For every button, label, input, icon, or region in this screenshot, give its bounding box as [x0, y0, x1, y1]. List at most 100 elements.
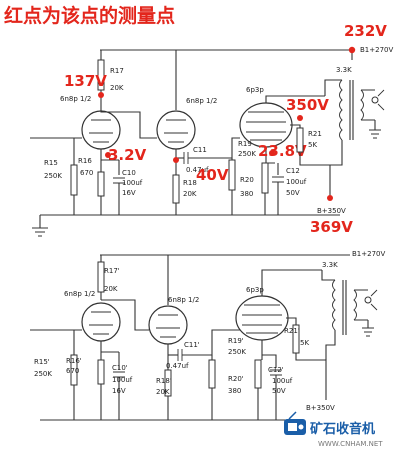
bottom-c10-value: 100uf: [112, 376, 133, 384]
top-tube2-label: 6n8p 1/2: [186, 97, 217, 105]
top-r21-resistor: [296, 127, 304, 153]
top-plate3-wire: [265, 95, 325, 103]
top-r15-resistor: [70, 164, 78, 196]
top-r15-value: 250K: [44, 172, 62, 180]
top-c12-voltage: 50V: [286, 189, 300, 197]
bottom-r19-resistor: [208, 359, 216, 389]
bottom-tube2-label: 6n8p 1/2: [168, 296, 199, 304]
bottom-b1-label: B1+270V: [352, 250, 385, 258]
bottom-c11-label: C11': [184, 341, 200, 349]
transformer-icon: [321, 270, 357, 360]
site-logo: 矿石收音机 WWW.CNHAM.NET: [284, 411, 383, 448]
top-r20-resistor: [261, 162, 269, 194]
bottom-c10-voltage: 16V: [112, 387, 126, 395]
bottom-c12-wire: [262, 354, 277, 368]
measure-369v: 369V: [310, 218, 353, 236]
top-r19-value: 250K: [238, 150, 256, 158]
bottom-circuit: B1+270V R17' 20K 6n8p 1/2 R15' 250K R16'…: [30, 250, 385, 421]
top-b1-label: B1+270V: [360, 46, 393, 54]
bottom-b-plus-wire: [295, 353, 327, 400]
bottom-c11-capacitor: [177, 349, 183, 361]
bottom-c10-label: C10': [112, 364, 128, 372]
top-c12-value: 100uf: [286, 178, 307, 186]
top-tube3-icon: [239, 102, 293, 148]
bottom-r20-value: 380: [228, 387, 241, 395]
bottom-c11-value: 0.47uf: [166, 362, 189, 370]
bottom-r16-resistor: [97, 359, 105, 385]
bottom-tube1-label: 6n8p 1/2: [64, 290, 95, 298]
top-b1-measure-dot: [348, 46, 356, 54]
top-c10-label: C10: [122, 169, 136, 177]
measure-137v: 137V: [64, 72, 107, 90]
ground-icon: [32, 215, 48, 237]
top-plate1-measure-dot: [98, 92, 104, 98]
radio-logo-icon: [284, 411, 306, 435]
top-c10-value: 100uf: [122, 179, 143, 187]
top-ground-stubs: [100, 196, 120, 215]
top-r15-label: R15: [44, 159, 58, 167]
bottom-r17-value: 20K: [104, 285, 118, 293]
bottom-c10-wire-b: [100, 377, 120, 420]
top-r18-value: 20K: [183, 190, 197, 198]
bottom-b-plus-label: B+350V: [306, 404, 335, 412]
top-r17-value: 20K: [110, 84, 124, 92]
top-r16-label: R16: [78, 157, 92, 165]
top-xfmr-label: 3.3K: [336, 66, 352, 74]
bottom-r21-label: R21': [284, 327, 300, 335]
top-r18-resistor: [172, 174, 180, 204]
top-tube3-label: 6p3p: [246, 86, 264, 94]
bottom-r21-value: 5K: [300, 339, 309, 347]
top-c10-voltage: 16V: [122, 189, 136, 197]
top-r18-label: R18: [183, 179, 197, 187]
top-c11-wire-b: [188, 137, 240, 159]
top-r16-value: 670: [80, 169, 93, 177]
top-b-plus-measure-dot: [327, 195, 333, 201]
logo-url: WWW.CNHAM.NET: [318, 440, 383, 448]
bottom-tube3-label: 6p3p: [246, 286, 264, 294]
measure-23-8v: 23.8V: [258, 142, 307, 160]
bottom-r15-value: 250K: [34, 370, 52, 378]
top-cathode2-measure-dot: [173, 157, 179, 163]
top-cathode-measure-dot: [105, 152, 111, 158]
bottom-r20-label: R20': [228, 375, 244, 383]
speaker-icon: [361, 89, 385, 139]
speaker-icon: [354, 289, 378, 337]
bottom-r20-resistor: [254, 359, 262, 389]
top-c12-label: C12: [286, 167, 300, 175]
measure-40v: 40V: [196, 166, 229, 184]
top-r20-value: 380: [240, 190, 253, 198]
logo-text: 矿石收音机: [310, 421, 375, 437]
bottom-tube1-icon: [81, 302, 121, 342]
top-r19-resistor: [228, 159, 236, 191]
bottom-c11-wire-b: [182, 329, 240, 356]
bottom-screen-wire: [286, 317, 297, 325]
bottom-xfmr-label: 3.3K: [322, 261, 338, 269]
top-c12-capacitor: [272, 176, 284, 183]
measure-232v: 232V: [344, 22, 387, 40]
bottom-r16-label: R16': [66, 357, 82, 365]
bottom-r17-label: R17': [104, 267, 120, 275]
top-r21-label: R21: [308, 130, 322, 138]
bottom-tube2-icon: [148, 305, 188, 345]
top-screen-measure-dot: [297, 115, 303, 121]
top-r21-value: 5K: [308, 141, 317, 149]
top-cathode3-measure-dot: [269, 150, 275, 156]
bottom-r16-value: 670: [66, 367, 79, 375]
bottom-c12-voltage: 50V: [272, 387, 286, 395]
bottom-cathode-wire: [100, 341, 119, 360]
top-tube1-icon: [81, 110, 121, 150]
top-circuit: B1+270V 232V R17 20K 137V 6n8p 1/2 R15 2…: [30, 22, 393, 237]
bottom-r15-label: R15': [34, 358, 50, 366]
bottom-r18-label: R18': [156, 377, 172, 385]
top-r20-label: R20: [240, 176, 254, 184]
top-cathode-wire: [100, 149, 119, 172]
top-r19-label: R19: [238, 140, 252, 148]
top-b-plus-label: B+350V: [317, 207, 346, 215]
top-b-plus-wire: [299, 152, 331, 200]
top-tube1-label: 6n8p 1/2: [60, 95, 91, 103]
bottom-c12-label: C12': [268, 366, 284, 374]
top-c11-value: 0.47uf: [186, 166, 209, 174]
measure-3-2v: 3.2V: [108, 146, 147, 164]
bottom-r19-label: R19': [228, 337, 244, 345]
